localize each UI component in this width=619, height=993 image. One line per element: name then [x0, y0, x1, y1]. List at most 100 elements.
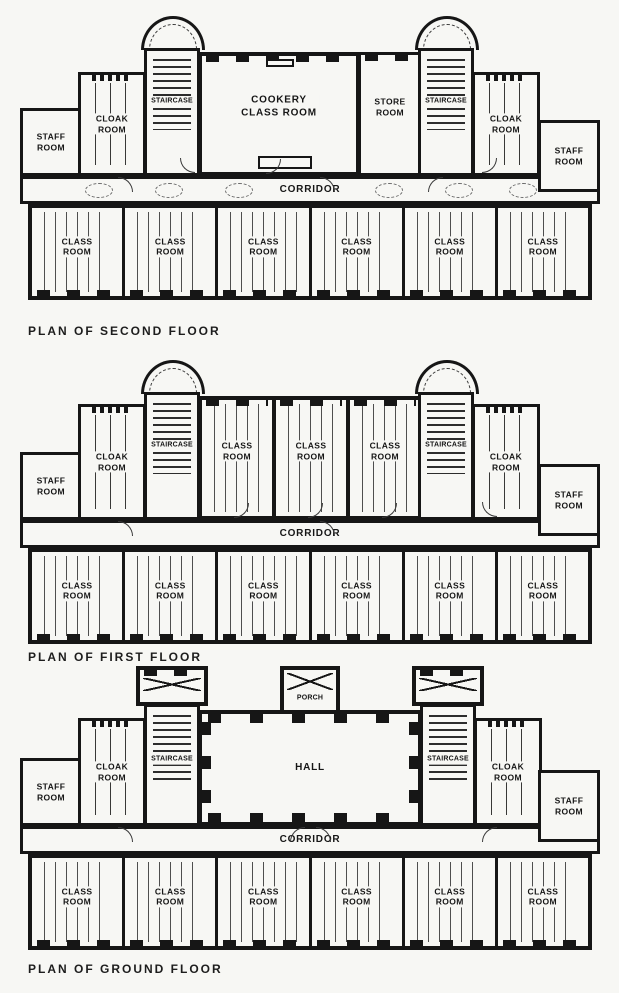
window-piers [280, 400, 342, 406]
stair-treads [427, 59, 465, 130]
window-piers [223, 940, 304, 946]
corridor-ellipse [375, 183, 403, 198]
cloak-room-left: CLOAK ROOM [78, 72, 146, 176]
room-label: STAFF ROOM [34, 131, 68, 153]
window-piers [409, 290, 490, 296]
porch: PORCH [280, 666, 340, 714]
staircase-left: STAIRCASE [144, 704, 200, 826]
battlement-piers [420, 670, 476, 676]
room-label: STAIRCASE [423, 441, 469, 451]
window-piers [409, 634, 490, 640]
class-room: CLASS ROOM [405, 858, 498, 946]
window-piers [316, 634, 397, 640]
room-label: CLASS ROOM [293, 440, 329, 462]
room-label: CLASS ROOM [339, 580, 374, 602]
ground-floor-plan: PORCH STAFF ROOM CLOAK ROOM STAIRCASE HA… [20, 666, 600, 956]
room-label: CLASS ROOM [152, 236, 188, 258]
hall-pilasters-left [202, 722, 211, 814]
room-label: HALL [293, 761, 327, 775]
staff-room-left: STAFF ROOM [20, 452, 82, 520]
class-room: CLASS ROOM [312, 858, 405, 946]
class-room-upper: CLASS ROOM [198, 396, 276, 520]
class-room: CLASS ROOM [32, 208, 126, 296]
cloak-room-right: CLOAK ROOM [472, 72, 540, 176]
room-label: CLASS ROOM [339, 886, 374, 908]
room-label: CLASS ROOM [59, 580, 95, 602]
corridor-ellipse [509, 183, 537, 198]
dome-left-icon [141, 360, 205, 394]
window-piers [37, 290, 118, 296]
class-room: CLASS ROOM [218, 858, 312, 946]
window-piers [502, 634, 584, 640]
cloak-room-right: CLOAK ROOM [474, 718, 542, 826]
stair-treads [153, 403, 191, 474]
staff-room-left: STAFF ROOM [20, 758, 82, 826]
lockers-strip [92, 407, 132, 413]
room-label: CLASS ROOM [152, 580, 188, 602]
room-label: CLASS ROOM [219, 440, 255, 462]
class-room: CLASS ROOM [125, 858, 219, 946]
second-floor-plan: STAFF ROOM CLOAK ROOM STAIRCASE COOKERY … [20, 16, 600, 306]
class-room: CLASS ROOM [218, 208, 312, 296]
stair-treads [429, 715, 467, 783]
caption-first-floor: PLAN OF FIRST FLOOR [28, 650, 202, 664]
window-piers [37, 634, 118, 640]
staff-room-left: STAFF ROOM [20, 108, 82, 176]
window-piers [37, 940, 118, 946]
staircase-right: STAIRCASE [418, 392, 474, 520]
corridor: CORRIDOR [20, 826, 600, 854]
classroom-block: CLASS ROOM CLASS ROOM CLASS ROOM CLASS R… [28, 548, 592, 644]
corridor: CORRIDOR [20, 520, 600, 548]
class-room: CLASS ROOM [312, 208, 405, 296]
lockers-strip [92, 721, 132, 727]
stair-tower-right [412, 666, 484, 706]
window-piers [130, 634, 211, 640]
room-label: CLASS ROOM [432, 886, 468, 908]
room-label: CLASS ROOM [432, 236, 468, 258]
class-room: CLASS ROOM [312, 552, 405, 640]
corridor: CORRIDOR [20, 176, 600, 204]
staff-room-right: STAFF ROOM [538, 770, 600, 842]
class-room: CLASS ROOM [405, 552, 498, 640]
first-floor-plan: STAFF ROOM CLOAK ROOM STAIRCASE CLASS RO… [20, 360, 600, 650]
lockers-strip [486, 75, 526, 81]
room-label: CLASS ROOM [59, 886, 95, 908]
window-piers [130, 290, 211, 296]
stair-treads [153, 59, 191, 130]
stair-tower-left [136, 666, 208, 706]
corridor-ellipse [225, 183, 253, 198]
staff-room-right: STAFF ROOM [538, 120, 600, 192]
room-label: STAFF ROOM [552, 145, 586, 167]
class-room: CLASS ROOM [125, 208, 219, 296]
room-label: CLOAK ROOM [93, 113, 131, 135]
cloak-room-left: CLOAK ROOM [78, 718, 146, 826]
room-label: COOKERY CLASS ROOM [239, 94, 319, 120]
window-piers [223, 634, 304, 640]
room-label: CLASS ROOM [367, 440, 403, 462]
hall-pilasters-top [208, 714, 412, 723]
cloak-room-left: CLOAK ROOM [78, 404, 146, 520]
store-room: STORE ROOM [358, 52, 422, 176]
room-label: CLASS ROOM [432, 580, 468, 602]
class-room: CLASS ROOM [405, 208, 498, 296]
class-room: CLASS ROOM [498, 552, 588, 640]
room-label: STAIRCASE [149, 97, 195, 107]
dome-right-icon [415, 360, 479, 394]
battlement-piers [144, 670, 200, 676]
room-label: CLASS ROOM [525, 236, 561, 258]
dome-left-icon [141, 16, 205, 50]
room-label: CLOAK ROOM [487, 113, 525, 135]
stair-treads [427, 403, 465, 474]
window-piers [316, 940, 397, 946]
cloak-room-right: CLOAK ROOM [472, 404, 540, 520]
room-label: STAIRCASE [425, 755, 471, 765]
room-label: CLASS ROOM [246, 236, 281, 258]
room-label: CLASS ROOM [339, 236, 374, 258]
room-label: CLASS ROOM [246, 580, 281, 602]
window-piers [409, 940, 490, 946]
class-room-upper: CLASS ROOM [346, 396, 424, 520]
stove [266, 59, 294, 67]
window-piers [130, 940, 211, 946]
lockers-strip [488, 721, 528, 727]
